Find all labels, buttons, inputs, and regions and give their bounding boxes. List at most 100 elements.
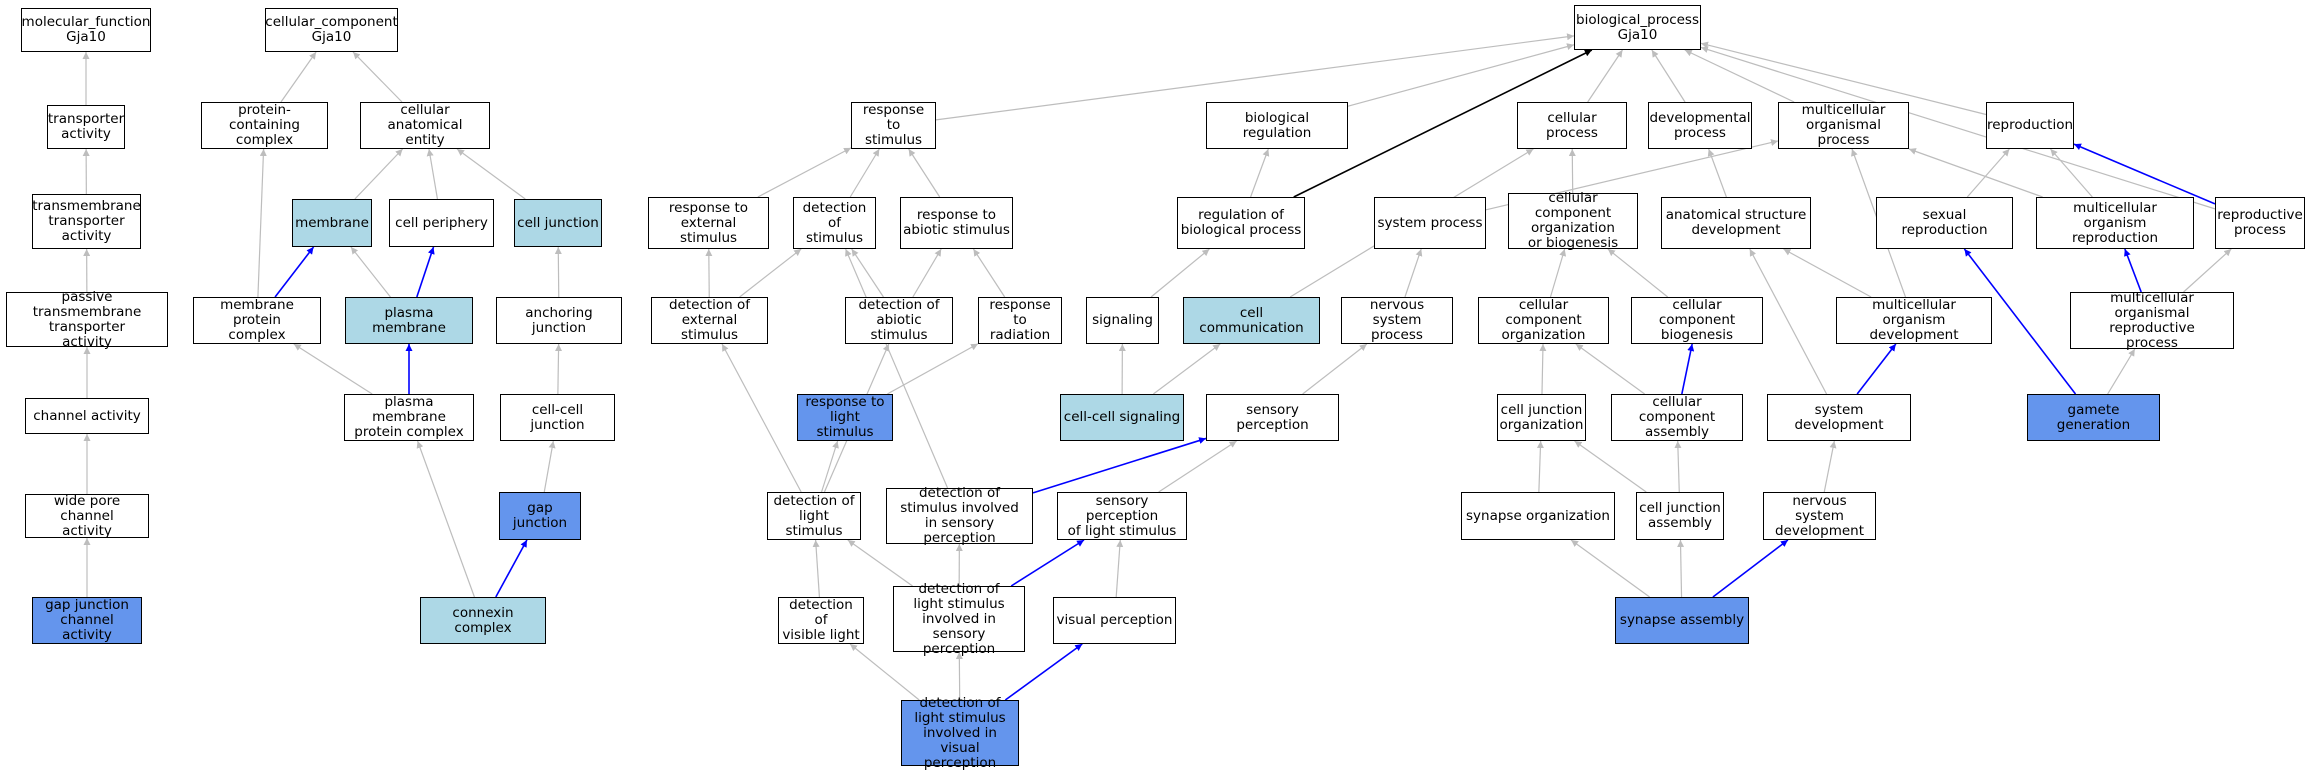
- node-synapse-organization[interactable]: synapse organization: [1461, 492, 1615, 540]
- node-multicellular-organismal-process[interactable]: multicellular organismal process: [1778, 102, 1909, 149]
- edge-sens_light-to-sensory_perc: [1158, 440, 1237, 493]
- edge-mem_protein_complex-to-membrane: [274, 246, 315, 298]
- node-cellular-component[interactable]: cellular_component Gja10: [265, 8, 398, 52]
- node-gap-junction-channel-activity[interactable]: gap junction channel activity: [32, 597, 142, 644]
- edge-dev_process-to-bp: [1651, 49, 1686, 103]
- node-wide-pore-channel-activity[interactable]: wide pore channel activity: [25, 493, 149, 538]
- node-regulation-of-biological-process[interactable]: regulation of biological process: [1177, 197, 1305, 249]
- edge-cae-to-cc: [352, 51, 403, 103]
- node-biological-regulation[interactable]: biological regulation: [1206, 102, 1348, 149]
- node-cellular-component-organization-or-biogenesis[interactable]: cellular component organization or bioge…: [1508, 191, 1638, 251]
- node-plasma-membrane-protein-complex[interactable]: plasma membrane protein complex: [344, 394, 474, 441]
- node-cellular-component-assembly[interactable]: cellular component assembly: [1611, 394, 1743, 441]
- edge-cc_signaling-to-cell_comm: [1153, 343, 1221, 395]
- node-membrane-protein-complex[interactable]: membrane protein complex: [193, 297, 321, 344]
- node-cell-junction-assembly[interactable]: cell junction assembly: [1636, 492, 1724, 540]
- node-detection-of-visible-light[interactable]: detection of visible light: [778, 597, 864, 644]
- node-response-to-external-stimulus[interactable]: response to external stimulus: [648, 197, 769, 249]
- edge-connexin-to-pm_protein_complex: [416, 440, 475, 598]
- edge-det_abiotic-to-resp_abiotic: [912, 248, 942, 298]
- edge-plasma_membrane-to-cell_periphery: [416, 246, 435, 298]
- node-detection-of-light-stimulus-involved-in-visual-perception[interactable]: detection of light stimulus involved in …: [901, 695, 1019, 770]
- node-cell-periphery[interactable]: cell periphery: [389, 199, 494, 247]
- edge-ns_process-to-system_process: [1404, 248, 1423, 298]
- edge-det_light-to-det_ext: [721, 343, 802, 493]
- edge-gamete_gen-to-mor_process: [2107, 348, 2136, 395]
- edge-multi_repro-to-reproduction: [2050, 148, 2093, 198]
- node-anchoring-junction[interactable]: anchoring junction: [496, 297, 622, 344]
- node-detection-of-external-stimulus[interactable]: detection of external stimulus: [651, 297, 768, 344]
- edge-gap_junction-to-cc_junction: [543, 440, 556, 493]
- node-cell-junction[interactable]: cell junction: [514, 199, 602, 247]
- edge-det_visible-to-det_light: [812, 539, 821, 598]
- edge-reg_bio-to-bio_reg: [1250, 148, 1270, 198]
- node-cell-cell-junction[interactable]: cell-cell junction: [500, 394, 615, 441]
- node-gamete-generation[interactable]: gamete generation: [2027, 394, 2160, 441]
- node-response-to-abiotic-stimulus[interactable]: response to abiotic stimulus: [900, 197, 1013, 249]
- node-sensory-perception-of-light-stimulus[interactable]: sensory perception of light stimulus: [1057, 492, 1187, 540]
- edge-multi_dev-to-asd: [1783, 248, 1872, 298]
- node-nervous-system-development[interactable]: nervous system development: [1763, 492, 1876, 540]
- node-nervous-system-process[interactable]: nervous system process: [1341, 297, 1453, 344]
- node-transporter-activity[interactable]: transporter activity: [47, 105, 125, 149]
- node-detection-of-stimulus[interactable]: detection of stimulus: [793, 197, 876, 249]
- node-response-to-stimulus[interactable]: response to stimulus: [851, 102, 936, 149]
- node-cell-communication[interactable]: cell communication: [1183, 297, 1320, 344]
- node-detection-of-light-stimulus-involved-in-sensory-perception[interactable]: detection of light stimulus involved in …: [893, 581, 1025, 656]
- node-sexual-reproduction[interactable]: sexual reproduction: [1876, 197, 2013, 249]
- edge-det_ext-to-det_stim: [739, 248, 802, 298]
- node-passive-transmembrane-transporter-activity[interactable]: passive transmembrane transporter activi…: [6, 289, 168, 349]
- node-cell-junction-organization[interactable]: cell junction organization: [1497, 394, 1586, 441]
- node-connexin-complex[interactable]: connexin complex: [420, 597, 546, 644]
- edge-resp_light-to-resp_rad: [887, 343, 979, 395]
- node-signaling[interactable]: signaling: [1086, 297, 1159, 344]
- edge-synapse_org-to-cj_org: [1536, 440, 1544, 493]
- node-response-to-light-stimulus[interactable]: response to light stimulus: [797, 394, 893, 441]
- node-membrane[interactable]: membrane: [292, 199, 372, 247]
- node-molecular-function[interactable]: molecular_function Gja10: [21, 8, 151, 52]
- node-reproduction[interactable]: reproduction: [1986, 102, 2074, 149]
- edge-cj_assembly-to-cj_org: [1574, 440, 1647, 493]
- edge-repro_process-to-reproduction: [2073, 143, 2216, 205]
- node-cell-cell-signaling[interactable]: cell-cell signaling: [1060, 394, 1184, 441]
- edge-sexual_repro-to-reproduction: [1966, 148, 2010, 198]
- edge-det_light-to-resp_light: [820, 440, 839, 493]
- edge-cj_org-to-cc_org: [1539, 343, 1547, 395]
- node-multicellular-organism-reproduction[interactable]: multicellular organism reproduction: [2036, 197, 2194, 249]
- node-channel-activity[interactable]: channel activity: [25, 398, 149, 434]
- node-anatomical-structure-development[interactable]: anatomical structure development: [1661, 197, 1811, 249]
- edge-gamete_gen-to-sexual_repro: [1963, 248, 2077, 395]
- node-cellular-component-biogenesis[interactable]: cellular component biogenesis: [1631, 297, 1763, 344]
- edge-bio_reg-to-bp: [1347, 43, 1575, 107]
- node-reproductive-process[interactable]: reproductive process: [2215, 197, 2305, 249]
- node-detection-of-stimulus-involved-in-sensory-perception[interactable]: detection of stimulus involved in sensor…: [886, 486, 1033, 546]
- node-transmembrane-transporter-activity[interactable]: transmembrane transporter activity: [32, 194, 141, 249]
- node-developmental-process[interactable]: developmental process: [1648, 102, 1752, 149]
- node-plasma-membrane[interactable]: plasma membrane: [345, 297, 473, 344]
- node-biological-process[interactable]: biological_process Gja10: [1574, 5, 1701, 50]
- node-detection-of-light-stimulus[interactable]: detection of light stimulus: [767, 492, 861, 540]
- node-sensory-perception[interactable]: sensory perception: [1206, 394, 1339, 441]
- node-gap-junction[interactable]: gap junction: [499, 492, 581, 540]
- node-system-development[interactable]: system development: [1767, 394, 1911, 441]
- node-multicellular-organism-development[interactable]: multicellular organism development: [1836, 297, 1992, 344]
- node-cellular-component-organization[interactable]: cellular component organization: [1478, 297, 1609, 344]
- edge-resp_abiotic-to-resp_stim: [908, 148, 941, 198]
- node-response-to-radiation[interactable]: response to radiation: [978, 297, 1062, 344]
- node-detection-of-abiotic-stimulus[interactable]: detection of abiotic stimulus: [845, 297, 953, 344]
- node-protein-containing-complex[interactable]: protein-containing complex: [201, 102, 328, 149]
- node-multicellular-organismal-reproductive-process[interactable]: multicellular organismal reproductive pr…: [2070, 290, 2234, 350]
- edge-cc_junction-to-anchoring_junction: [555, 343, 563, 395]
- node-cellular-anatomical-entity[interactable]: cellular anatomical entity: [360, 102, 490, 149]
- node-system-process[interactable]: system process: [1374, 197, 1486, 249]
- node-visual-perception[interactable]: visual perception: [1053, 597, 1176, 644]
- node-synapse-assembly[interactable]: synapse assembly: [1615, 597, 1749, 644]
- edge-cell_periphery-to-cae: [426, 148, 439, 200]
- edge-det_stim-to-resp_stim: [849, 148, 880, 198]
- edge-resp_rad-to-resp_abiotic: [972, 248, 1006, 298]
- edge-repro_process-to-bp: [1700, 46, 2216, 210]
- node-cellular-process[interactable]: cellular process: [1517, 102, 1627, 149]
- edge-sensory_perc-to-ns_process: [1302, 343, 1368, 395]
- edge-signaling-to-reg_bio: [1150, 248, 1210, 298]
- edge-cc_org-to-ccob: [1549, 248, 1567, 298]
